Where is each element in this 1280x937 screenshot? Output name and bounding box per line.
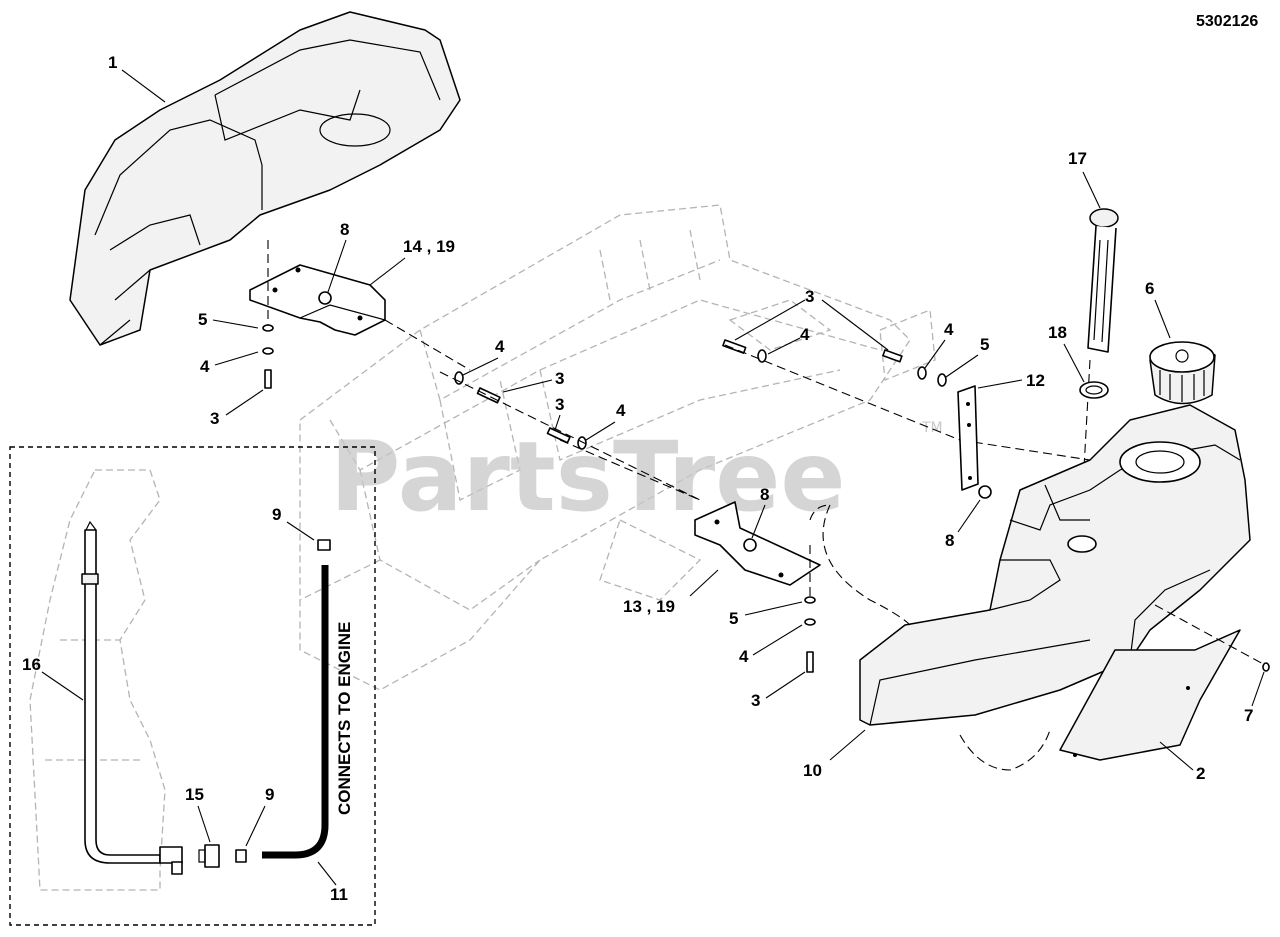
callout-15: 15 xyxy=(185,785,204,804)
callout-9-upper: 9 xyxy=(272,505,281,524)
left-stack-hardware xyxy=(262,324,274,389)
callout-3-center-a: 3 xyxy=(555,369,564,388)
part-8-nut-right xyxy=(978,485,992,499)
callout-17: 17 xyxy=(1068,149,1087,168)
callout-18: 18 xyxy=(1048,323,1067,342)
watermark: PartsTree TM xyxy=(330,420,943,533)
part-18-grommet xyxy=(1079,381,1109,399)
part-14-19-left-bracket xyxy=(249,264,386,336)
callout-8-right: 8 xyxy=(945,531,954,550)
callout-8-left: 8 xyxy=(340,220,349,239)
callout-3-center-b: 3 xyxy=(555,395,564,414)
watermark-trademark: TM xyxy=(921,420,943,436)
inset-note-connects-to-engine: CONNECTS TO ENGINE xyxy=(335,622,354,815)
watermark-text: PartsTree xyxy=(330,421,845,533)
inset-fuel-line xyxy=(9,446,376,926)
part-7-screw xyxy=(1262,662,1270,672)
part-13-19-center-bracket xyxy=(694,501,821,586)
callout-4-center-b: 4 xyxy=(616,401,626,420)
callout-3-left: 3 xyxy=(210,409,219,428)
document-number: 5302126 xyxy=(1196,13,1258,30)
ghost-frame xyxy=(299,204,936,691)
part-8-nut-left xyxy=(318,291,332,305)
part-8-nut-center xyxy=(743,538,757,552)
part-1-rear-shroud xyxy=(69,11,461,346)
callout-1: 1 xyxy=(108,53,117,72)
callout-9-lower: 9 xyxy=(265,785,274,804)
callout-4-center-d: 4 xyxy=(739,647,749,666)
callout-3-center-d: 3 xyxy=(751,691,760,710)
callout-10: 10 xyxy=(803,761,822,780)
callout-5-center: 5 xyxy=(729,609,738,628)
callout-6: 6 xyxy=(1145,279,1154,298)
part-2-side-plate xyxy=(1059,629,1241,761)
callout-8-center: 8 xyxy=(760,485,769,504)
callout-7: 7 xyxy=(1244,706,1253,725)
part-10-tank-shroud xyxy=(859,404,1251,726)
callout-14-19: 14 , 19 xyxy=(403,237,455,256)
callout-4-center-c: 4 xyxy=(800,325,810,344)
part-12-bracket xyxy=(957,385,979,491)
callout-13-19: 13 , 19 xyxy=(623,597,675,616)
part-17-gauge-tube xyxy=(1087,208,1119,353)
callout-5-right: 5 xyxy=(980,335,989,354)
center-hardware xyxy=(454,339,947,450)
callout-4-center-a: 4 xyxy=(495,337,505,356)
callout-4-right: 4 xyxy=(944,320,954,339)
part-6-fuel-cap xyxy=(1149,341,1216,405)
callout-16: 16 xyxy=(22,655,41,674)
callout-4-left: 4 xyxy=(200,357,210,376)
callout-11: 11 xyxy=(330,885,348,904)
callout-5-left: 5 xyxy=(198,310,207,329)
callout-2: 2 xyxy=(1196,764,1205,783)
callout-3-center-c: 3 xyxy=(805,287,814,306)
callout-12: 12 xyxy=(1026,371,1045,390)
center-stack-hardware xyxy=(804,596,816,673)
